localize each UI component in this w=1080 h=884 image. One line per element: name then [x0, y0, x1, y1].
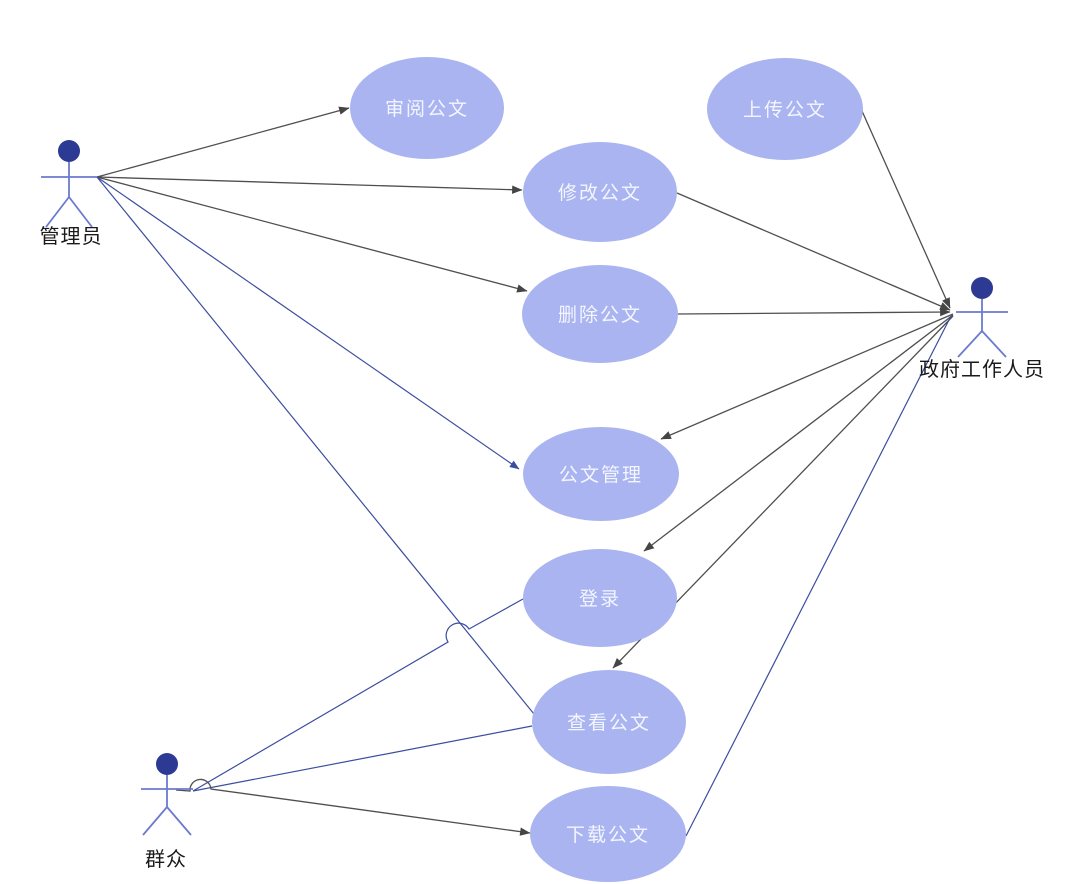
usecase-view-ellipse[interactable]	[532, 670, 686, 774]
edge-gov-download	[685, 315, 952, 837]
usecase-review-ellipse[interactable]	[350, 57, 504, 159]
usecase-delete-ellipse[interactable]	[522, 265, 678, 363]
usecase-manage[interactable]: 公文管理	[523, 427, 679, 521]
actor-public[interactable]: 群众	[141, 753, 193, 871]
usecase-view-label: 查看公文	[567, 712, 651, 734]
edge-admin-manage	[96, 176, 520, 470]
usecase-download[interactable]: 下载公文	[530, 786, 686, 882]
usecase-modify[interactable]: 修改公文	[523, 142, 677, 242]
edge-public-view	[192, 725, 533, 792]
usecase-review-label: 审阅公文	[385, 98, 469, 120]
public-actor-label: 群众	[145, 848, 187, 871]
usecase-manage-ellipse[interactable]	[523, 427, 679, 521]
government-staff-left-leg	[957, 330, 983, 358]
edge-admin-review	[96, 106, 350, 178]
edge-delete-gov	[677, 307, 951, 317]
edge-modify-gov	[676, 192, 951, 311]
usecase-upload-label: 上传公文	[743, 99, 827, 121]
government-staff-head-icon	[971, 277, 993, 299]
usecase-login-ellipse[interactable]	[523, 549, 677, 647]
usecase-modify-label: 修改公文	[558, 182, 642, 204]
edge-admin-modify	[96, 176, 523, 194]
edge-admin-delete	[96, 176, 528, 293]
public-actor-right-leg	[166, 806, 192, 836]
usecase-login-label: 登录	[579, 588, 621, 610]
usecase-delete-label: 删除公文	[558, 304, 642, 326]
edge-upload-gov	[861, 110, 951, 309]
edge-public-download	[175, 778, 531, 836]
usecase-download-ellipse[interactable]	[530, 786, 686, 882]
public-actor-head-icon	[156, 753, 178, 775]
edge-public-login	[192, 598, 524, 792]
admin-actor-left-leg	[45, 196, 70, 228]
usecase-review[interactable]: 审阅公文	[350, 57, 504, 159]
edge-gov-login	[643, 314, 954, 552]
admin-actor-right-leg	[68, 196, 93, 228]
edge-gov-manage	[660, 313, 954, 440]
usecase-login[interactable]: 登录	[523, 549, 677, 647]
edge-admin-view	[96, 176, 535, 715]
usecase-delete[interactable]: 删除公文	[522, 265, 678, 363]
public-actor-left-leg	[142, 806, 168, 836]
admin-actor-head-icon	[58, 140, 80, 162]
usecase-upload-ellipse[interactable]	[707, 58, 863, 160]
actor-admin[interactable]: 管理员	[40, 140, 103, 248]
usecase-manage-label: 公文管理	[559, 464, 643, 486]
government-staff-label: 政府工作人员	[919, 358, 1045, 381]
government-staff-right-leg	[981, 330, 1007, 358]
usecase-view[interactable]: 查看公文	[532, 670, 686, 774]
usecase-upload[interactable]: 上传公文	[707, 58, 863, 160]
usecase-download-label: 下载公文	[566, 824, 650, 846]
actor-government-staff[interactable]: 政府工作人员	[919, 277, 1045, 381]
admin-actor-label: 管理员	[40, 225, 103, 248]
usecase-modify-ellipse[interactable]	[523, 142, 677, 242]
